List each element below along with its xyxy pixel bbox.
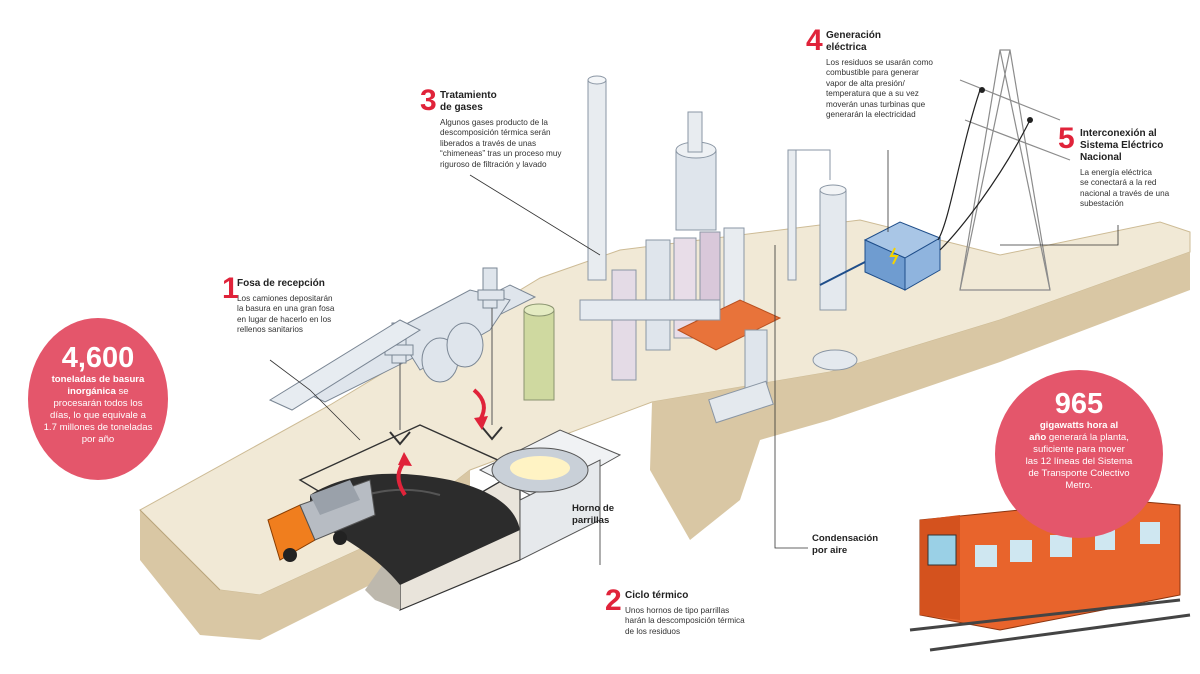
stat-tonnage-value: 4,600 [61, 342, 135, 374]
step-4-text: Los residuos se usarán como combustible … [826, 58, 933, 120]
step-3-title: Tratamiento de gases [440, 90, 497, 113]
stat-bubble-tonnage: 4,600 toneladas de basura inorgánica se … [28, 318, 168, 480]
stat-energy-text: generará la planta, suficiente para move… [1025, 432, 1133, 491]
step-4-number: 4 [806, 24, 823, 57]
step-1-text: Los camiones depositarán la basura en un… [237, 294, 335, 335]
substation [819, 221, 942, 291]
garbage-truck [267, 479, 376, 562]
step-3-number: 3 [420, 84, 437, 117]
metro-train [909, 499, 1191, 652]
leader-lines [269, 150, 1119, 565]
stat-bubble-energy: 965 gigawatts hora al año generará la pl… [995, 370, 1163, 538]
flow-arrows [396, 388, 488, 497]
step-4-power-generation: 4 Generación eléctrica Los residuos se u… [806, 26, 976, 120]
label-grate-furnace: Horno de parrillas [572, 503, 615, 526]
stat-energy-bold: gigawatts hora al año [1029, 420, 1119, 443]
step-2-number: 2 [605, 584, 622, 617]
power-tower [937, 49, 1071, 291]
stat-energy-value: 965 [1054, 388, 1104, 420]
gas-treatment-units [579, 75, 858, 424]
step-4-title: Generación eléctrica [826, 30, 882, 53]
step-1-number: 1 [222, 272, 239, 305]
step-5-number: 5 [1058, 122, 1075, 155]
step-5-text: La energía eléctrica se conectará a la r… [1080, 168, 1170, 209]
label-air-condensation: Condensación por aire [812, 533, 879, 556]
step-3-gas-treatment: 3 Tratamiento de gases Algunos gases pro… [420, 86, 600, 170]
step-3-text: Algunos gases producto de la descomposic… [440, 118, 562, 169]
grate-furnace [478, 303, 622, 561]
step-2-thermal-cycle: 2 Ciclo térmico Unos hornos de tipo parr… [605, 586, 800, 637]
step-5-title: Interconexión al Sistema Eléctrico Nacio… [1080, 128, 1164, 163]
step-1-title: Fosa de recepción [237, 278, 325, 289]
crane-system [268, 267, 537, 446]
step-5-grid-interconnection: 5 Interconexión al Sistema Eléctrico Nac… [1058, 124, 1200, 210]
step-2-title: Ciclo térmico [625, 590, 689, 601]
step-1-reception-pit: 1 Fosa de recepción Los camiones deposit… [222, 274, 377, 336]
stat-tonnage-bold: toneladas de basura inorgánica [51, 374, 145, 397]
stat-tonnage-text: se procesarán todos los días, lo que equ… [43, 386, 153, 445]
step-2-text: Unos hornos de tipo parrillas harán la d… [625, 606, 745, 636]
